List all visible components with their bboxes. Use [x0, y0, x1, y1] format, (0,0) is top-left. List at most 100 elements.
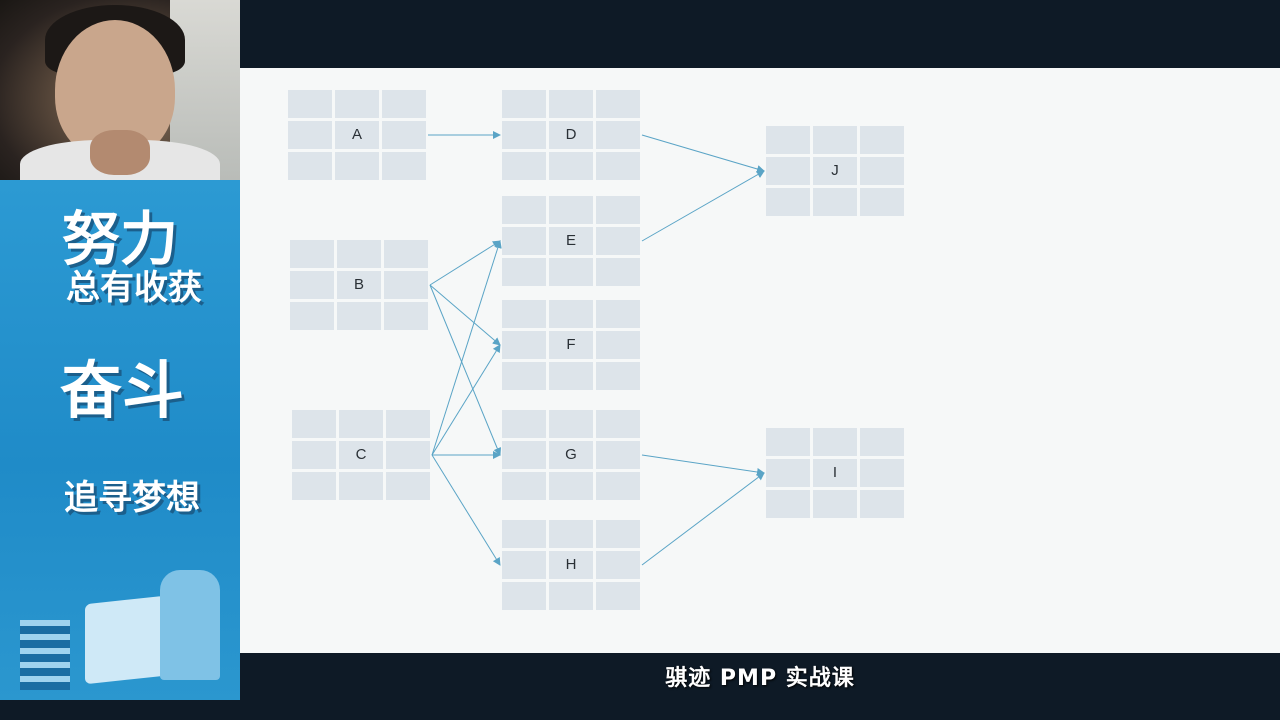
- node-h: H: [502, 520, 640, 610]
- node-cell: [335, 152, 379, 180]
- node-b: B: [290, 240, 428, 330]
- node-cell: [549, 582, 593, 610]
- node-cell: [502, 551, 546, 579]
- presenter-webcam: [0, 0, 240, 180]
- node-cell: [596, 300, 640, 328]
- node-label: E: [566, 232, 576, 249]
- node-cell: [549, 472, 593, 500]
- node-cell: [292, 441, 336, 469]
- node-cell: [860, 188, 904, 216]
- node-cell: [502, 258, 546, 286]
- node-cell: [813, 459, 857, 487]
- node-cell: [596, 551, 640, 579]
- node-cell: [502, 152, 546, 180]
- node-i: I: [766, 428, 904, 518]
- node-cell: [382, 152, 426, 180]
- node-cell: [384, 240, 428, 268]
- node-cell: [292, 472, 336, 500]
- node-cell: [386, 441, 430, 469]
- books-stack-illustration: [20, 620, 70, 690]
- node-cell: [596, 441, 640, 469]
- node-cell: [292, 410, 336, 438]
- node-cell: [549, 362, 593, 390]
- node-e: E: [502, 196, 640, 286]
- node-cell: [766, 157, 810, 185]
- node-cell: [502, 121, 546, 149]
- node-cell: [596, 410, 640, 438]
- node-cell: [502, 472, 546, 500]
- node-cell: [813, 428, 857, 456]
- node-cell: [549, 551, 593, 579]
- node-cell: [335, 90, 379, 118]
- edge-b-f: [429, 284, 501, 346]
- node-cell: [502, 331, 546, 359]
- node-cell: [596, 331, 640, 359]
- node-cell: [502, 362, 546, 390]
- node-cell: [549, 152, 593, 180]
- node-cell: [384, 271, 428, 299]
- node-cell: [596, 472, 640, 500]
- node-cell: [290, 302, 334, 330]
- node-cell: [337, 302, 381, 330]
- node-cell: [549, 90, 593, 118]
- node-cell: [813, 490, 857, 518]
- node-cell: [860, 459, 904, 487]
- node-cell: [386, 410, 430, 438]
- node-cell: [860, 428, 904, 456]
- node-cell: [339, 410, 383, 438]
- node-cell: [596, 520, 640, 548]
- node-cell: [502, 227, 546, 255]
- node-cell: [549, 520, 593, 548]
- node-label: I: [833, 464, 837, 481]
- node-label: H: [566, 556, 577, 573]
- node-cell: [549, 227, 593, 255]
- video-subtitle: 骐迹 PMP 实战课: [665, 666, 855, 691]
- node-cell: [549, 331, 593, 359]
- node-c: C: [292, 410, 430, 500]
- node-cell: [337, 271, 381, 299]
- edge-c-f: [431, 344, 501, 456]
- node-cell: [502, 582, 546, 610]
- node-cell: [549, 258, 593, 286]
- node-cell: [339, 441, 383, 469]
- node-cell: [384, 302, 428, 330]
- poster-line-1: 努力: [62, 205, 179, 273]
- poster-line-3: 奋斗: [60, 354, 185, 427]
- node-cell: [382, 90, 426, 118]
- lamp-illustration: [160, 570, 220, 680]
- node-label: A: [352, 126, 362, 143]
- node-cell: [596, 362, 640, 390]
- node-cell: [502, 90, 546, 118]
- node-label: J: [831, 162, 839, 179]
- node-cell: [813, 188, 857, 216]
- node-cell: [339, 472, 383, 500]
- node-cell: [502, 441, 546, 469]
- node-cell: [596, 90, 640, 118]
- edge-c-h: [431, 454, 501, 566]
- node-cell: [596, 227, 640, 255]
- node-d: D: [502, 90, 640, 180]
- node-cell: [596, 121, 640, 149]
- motivational-poster: 努力 总有收获 奋斗 追寻梦想: [0, 180, 240, 700]
- edge-e-j: [641, 170, 765, 242]
- node-cell: [549, 121, 593, 149]
- node-cell: [766, 188, 810, 216]
- node-cell: [549, 410, 593, 438]
- node-cell: [766, 428, 810, 456]
- node-cell: [813, 126, 857, 154]
- node-label: G: [565, 446, 577, 463]
- node-cell: [549, 196, 593, 224]
- node-cell: [596, 582, 640, 610]
- edge-b-e: [429, 240, 501, 286]
- node-cell: [335, 121, 379, 149]
- edge-h-i: [641, 472, 765, 566]
- edge-d-j: [641, 134, 765, 173]
- node-a: A: [288, 90, 426, 180]
- node-cell: [337, 240, 381, 268]
- node-j: J: [766, 126, 904, 216]
- node-cell: [502, 520, 546, 548]
- node-cell: [766, 490, 810, 518]
- node-cell: [596, 258, 640, 286]
